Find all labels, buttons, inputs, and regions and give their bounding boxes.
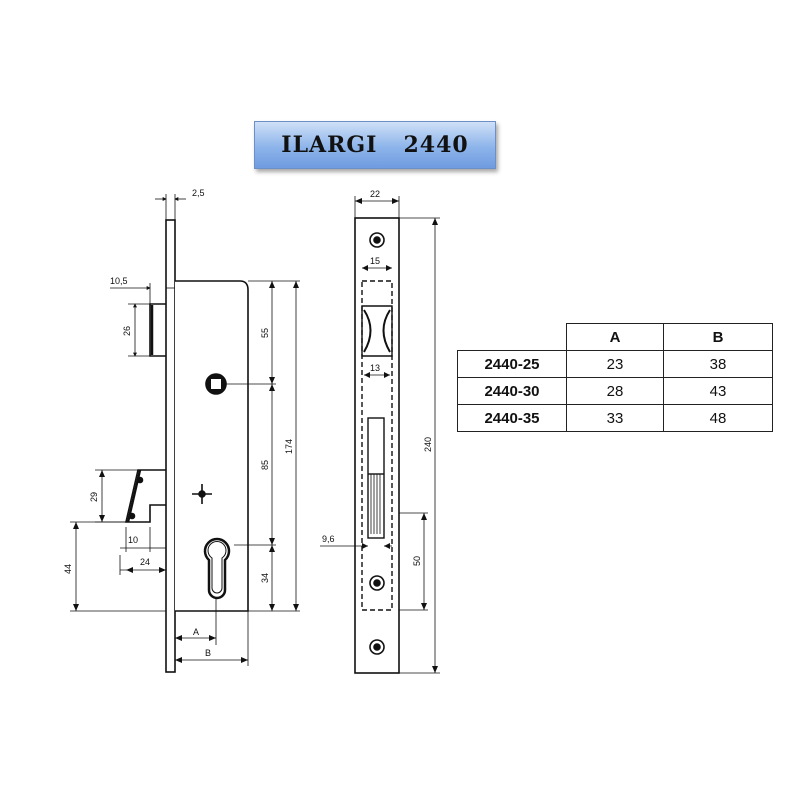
front-view <box>354 217 400 674</box>
column-header-b: B <box>663 323 773 351</box>
side-view-dimensions <box>70 194 300 666</box>
front-view-arrowheads <box>355 198 438 673</box>
dim-backset-b: B <box>205 648 211 658</box>
front-view-labels: 22 15 13 240 9,6 50 <box>322 189 433 566</box>
table-row: 2440-30 28 43 <box>457 377 773 405</box>
title-text: ILARGI 2440 <box>281 132 468 158</box>
side-view <box>124 219 249 673</box>
middle-screw-hole <box>369 575 385 591</box>
screw-cross <box>192 484 212 504</box>
case-outline <box>361 280 393 611</box>
table-row: 2440-35 33 48 <box>457 404 773 432</box>
dim-case-height: 174 <box>284 439 294 454</box>
dim-faceplate-thickness: 2,5 <box>192 188 205 198</box>
column-header-a: A <box>566 323 664 351</box>
dim-hook-reach: 24 <box>140 557 150 567</box>
cell-b: 38 <box>663 350 773 378</box>
dim-total-height: 240 <box>423 437 433 452</box>
dim-hook-from-bottom: 44 <box>63 564 73 574</box>
cell-a: 23 <box>566 350 664 378</box>
row-model: 2440-35 <box>457 404 567 432</box>
lock-case <box>175 280 249 612</box>
hook-bolt <box>124 469 166 523</box>
top-screw-hole <box>369 232 385 248</box>
cell-b: 48 <box>663 404 773 432</box>
latch-window <box>361 305 393 357</box>
title-brand: ILARGI <box>281 132 378 158</box>
dim-hook-width: 13 <box>370 363 380 373</box>
title-model: 2440 <box>403 132 469 158</box>
dim-latch-height: 26 <box>122 326 132 336</box>
dim-spindle-to-cylinder: 85 <box>260 460 270 470</box>
cylinder-hole <box>203 537 231 600</box>
row-model: 2440-30 <box>457 377 567 405</box>
dim-hook-depth: 10 <box>128 535 138 545</box>
cell-b: 43 <box>663 377 773 405</box>
dim-bottom-spacing: 50 <box>412 556 422 566</box>
spec-table-header: A B <box>457 323 773 351</box>
latch-bolt <box>149 303 166 357</box>
hook-window <box>367 417 385 539</box>
table-row: 2440-25 23 38 <box>457 350 773 378</box>
cell-a: 33 <box>566 404 664 432</box>
dim-latch-width: 15 <box>370 256 380 266</box>
dim-faceplate-width: 22 <box>370 189 380 199</box>
dim-hook-height: 29 <box>89 492 99 502</box>
dim-backset-a: A <box>193 627 199 637</box>
dim-cylinder-to-bottom: 34 <box>260 573 270 583</box>
bottom-screw-hole <box>369 639 385 655</box>
dim-top-to-spindle: 55 <box>260 328 270 338</box>
cell-a: 28 <box>566 377 664 405</box>
dim-hook-offset: 9,6 <box>322 534 335 544</box>
hook-teeth <box>370 474 381 534</box>
side-view-arrowheads <box>73 281 299 663</box>
spec-table: A B 2440-25 23 38 2440-30 28 43 2440-35 … <box>457 323 773 432</box>
dim-latch-offset: 10,5 <box>110 276 128 286</box>
spec-table-corner <box>457 323 567 351</box>
side-view-labels: 2,5 10,5 26 55 85 34 174 29 10 24 44 A B <box>63 188 294 658</box>
title-banner: ILARGI 2440 <box>254 121 496 169</box>
row-model: 2440-25 <box>457 350 567 378</box>
